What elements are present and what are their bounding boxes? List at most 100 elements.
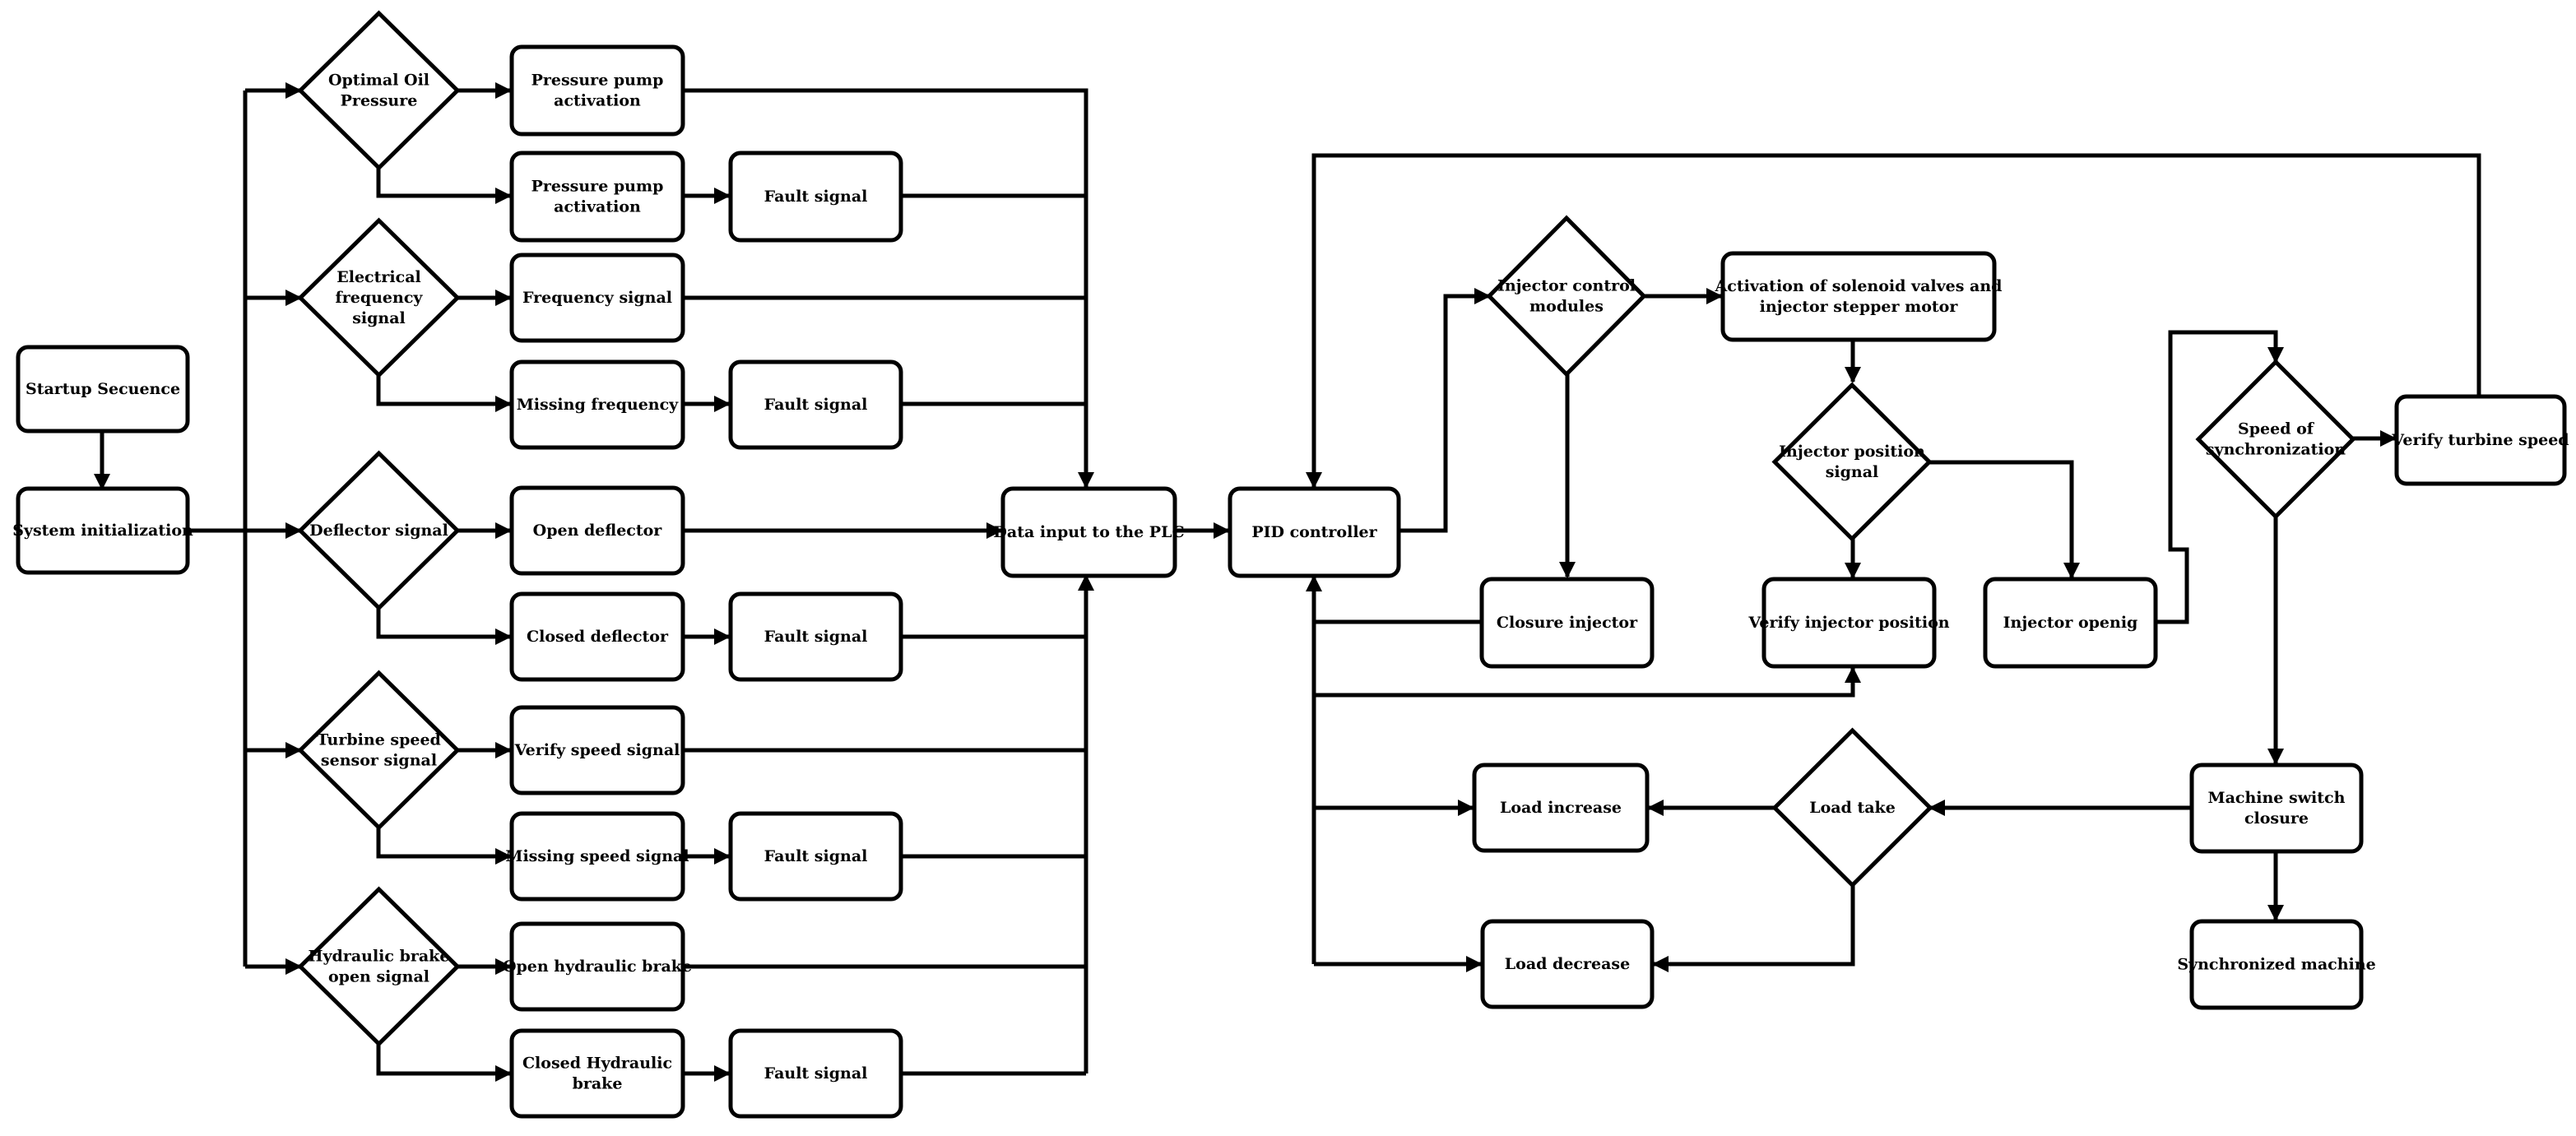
node-label: Pressure pump	[531, 72, 664, 90]
process-box	[16, 345, 190, 434]
edge-freq-no	[376, 375, 512, 412]
node-missfreq: Missing frequency	[509, 359, 685, 450]
process-box	[728, 811, 903, 902]
edge-speed-no	[376, 828, 512, 865]
connectors	[94, 82, 2481, 1082]
node-loaddec: Load decrease	[1480, 919, 1655, 1009]
node-label: Pressure pump	[531, 178, 664, 196]
node-closure: Closure injector	[1479, 577, 1655, 669]
decision-diamond	[1771, 727, 1933, 888]
node-openbrake: Open hydraulic brake	[503, 921, 692, 1012]
edge-injpos-to-injopen	[1929, 460, 2080, 579]
process-box	[509, 811, 685, 902]
node-label: Synchronized machine	[2177, 956, 2375, 974]
node-label: Data input to the PLC	[993, 523, 1184, 541]
node-label: frequency	[336, 289, 424, 307]
node-label: System initialization	[12, 522, 193, 540]
node-label: injector stepper motor	[1760, 298, 1959, 316]
node-label: Fault signal	[764, 1064, 868, 1083]
node-pump1: Pressure pump activation	[509, 44, 685, 137]
node-label: Fault signal	[764, 396, 868, 414]
node-synced: Synchronized machine	[2177, 919, 2376, 1010]
process-box	[509, 151, 685, 243]
node-d_sync: Speed of synchronization	[2195, 359, 2356, 520]
node-pid: PID controller	[1228, 486, 1401, 578]
node-label: Hydraulic brake	[309, 948, 450, 966]
edge-pump1-to-plc	[683, 88, 1094, 489]
node-opendefl: Open deflector	[509, 485, 685, 576]
process-box	[1720, 251, 1997, 342]
edge-oil-no	[376, 168, 512, 204]
node-label: Fault signal	[764, 628, 868, 646]
node-label: signal	[352, 309, 406, 327]
node-solenoid: Activation of solenoid valves and injecto…	[1715, 251, 2003, 342]
node-label: activation	[554, 198, 641, 216]
process-box	[2189, 919, 2364, 1010]
node-label: Verify turbine speed	[2391, 431, 2569, 449]
node-label: Pressure	[341, 92, 418, 110]
process-box	[728, 151, 903, 243]
node-label: Machine switch	[2208, 789, 2346, 807]
process-box	[728, 591, 903, 682]
process-box	[509, 591, 685, 682]
node-label: Frequency signal	[522, 289, 672, 307]
process-box	[509, 1028, 685, 1119]
process-box	[1228, 486, 1401, 578]
process-box	[509, 485, 685, 576]
node-label: Load increase	[1500, 799, 1622, 817]
process-box	[2394, 394, 2567, 486]
process-box	[509, 705, 685, 795]
node-label: brake	[573, 1075, 623, 1093]
decision-diamond	[297, 670, 461, 831]
process-box	[728, 359, 903, 450]
node-fault4: Fault signal	[728, 811, 903, 902]
node-label: Load decrease	[1505, 955, 1630, 973]
node-verturb: Verify turbine speed	[2391, 394, 2569, 486]
node-startup: Startup Secuence	[16, 345, 190, 434]
node-freq: Frequency signal	[509, 253, 685, 343]
node-verspeed: Verify speed signal	[509, 705, 685, 795]
node-label: Closure injector	[1497, 614, 1638, 632]
process-box	[728, 1028, 903, 1119]
process-box	[2189, 763, 2364, 854]
node-label: Startup Secuence	[26, 380, 180, 398]
node-plc: Data input to the PLC	[993, 486, 1185, 578]
node-label: sensor signal	[321, 752, 437, 770]
node-label: Fault signal	[764, 188, 868, 206]
process-box	[509, 921, 685, 1012]
decision-diamond	[297, 450, 461, 611]
node-injopen: Injector openig	[1983, 577, 2158, 669]
process-box	[509, 253, 685, 343]
node-label: Electrical	[337, 268, 420, 286]
decision-diamond	[297, 217, 461, 378]
node-label: Verify speed signal	[514, 741, 680, 759]
node-closedefl: Closed deflector	[509, 591, 685, 682]
node-label: Deflector signal	[309, 522, 448, 540]
node-label: Closed Hydraulic	[522, 1055, 672, 1073]
edge-loadtake-to-loaddec	[1652, 885, 1855, 972]
node-label: Missing frequency	[517, 396, 679, 414]
node-label: synchronization	[2206, 441, 2346, 459]
edge-pid-to-injctrl	[1399, 288, 1491, 533]
node-label: Load take	[1809, 799, 1896, 817]
edge-defl-no	[376, 608, 512, 645]
node-fault3: Fault signal	[728, 591, 903, 682]
process-box	[1983, 577, 2158, 669]
process-box	[1000, 486, 1177, 578]
node-label: Speed of	[2238, 420, 2315, 438]
node-d_load: Load take	[1771, 727, 1933, 888]
node-label: Activation of solenoid valves and	[1715, 277, 2003, 295]
process-box	[1761, 577, 1937, 669]
node-missspeed: Missing speed signal	[505, 811, 689, 902]
process-box	[1472, 763, 1650, 853]
node-label: activation	[554, 92, 641, 110]
process-box	[509, 359, 685, 450]
node-fault1: Fault signal	[728, 151, 903, 243]
edge-brake-no	[376, 1044, 512, 1082]
node-d_defl: Deflector signal	[297, 450, 461, 611]
node-label: Injector openig	[2003, 614, 2138, 632]
